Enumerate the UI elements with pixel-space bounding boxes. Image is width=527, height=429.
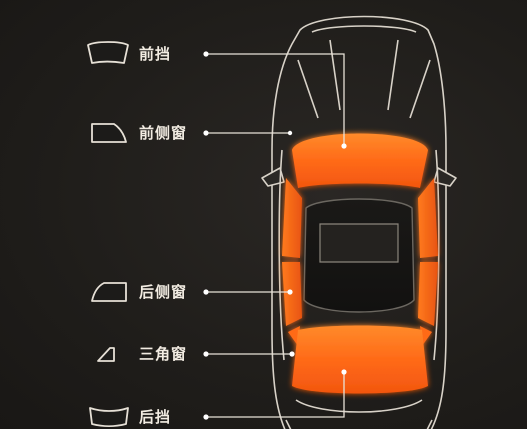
- leader-rear-windshield: [206, 372, 345, 418]
- right-rear-side-glass: [418, 262, 438, 326]
- right-front-side-glass: [418, 178, 438, 258]
- rear-windshield-icon: [89, 407, 129, 428]
- label-rear-side-window: 后侧窗: [139, 283, 188, 301]
- leader-front-windshield: [206, 53, 345, 146]
- label-rear-windshield: 后挡: [139, 408, 172, 426]
- leader-lines: [206, 53, 345, 418]
- front-side-window-icon: [91, 123, 127, 143]
- label-front-side-window: 前侧窗: [139, 124, 188, 142]
- car-body: [261, 15, 457, 429]
- left-rear-side-glass: [282, 262, 302, 326]
- glass-panels: [282, 133, 438, 394]
- label-front-windshield: 前挡: [139, 45, 172, 63]
- rear-side-window-icon: [91, 282, 127, 302]
- rear-windshield-glass: [292, 325, 428, 394]
- front-windshield-icon: [87, 41, 129, 64]
- quarter-window-icon: [97, 347, 115, 362]
- left-front-side-glass: [282, 178, 302, 258]
- leader-dots: [203, 51, 347, 420]
- label-quarter-window: 三角窗: [139, 345, 188, 363]
- front-windshield-glass: [292, 133, 428, 188]
- sunroof: [319, 223, 399, 263]
